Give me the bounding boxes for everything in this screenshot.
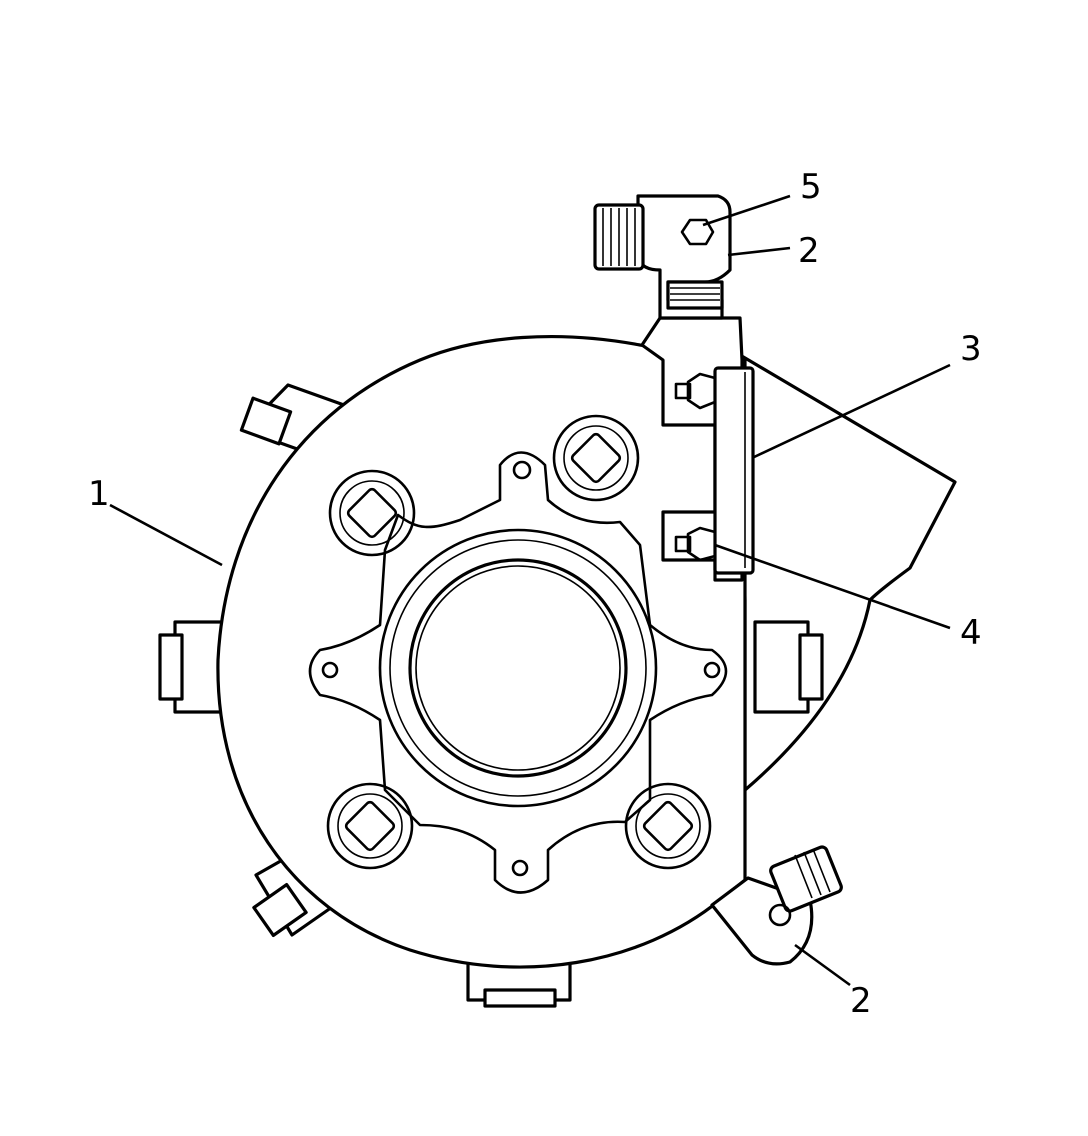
central-bore — [378, 528, 658, 808]
callout-2-lower: 2 — [850, 981, 872, 1021]
housing-body — [216, 334, 747, 969]
bolt-bosses — [326, 414, 712, 870]
housing-lugs — [158, 383, 824, 1008]
callout-1: 1 — [88, 474, 110, 514]
leader-lines — [109, 194, 951, 987]
callout-3: 3 — [960, 329, 982, 369]
volute-extension — [738, 353, 957, 792]
small-holes — [321, 460, 721, 877]
callout-2-upper: 2 — [798, 231, 820, 271]
upper-elbow-fitting — [593, 194, 732, 320]
callout-5: 5 — [800, 167, 822, 207]
nuts — [674, 372, 717, 562]
lower-elbow-fitting — [710, 845, 843, 966]
cover-plate — [713, 366, 755, 575]
callout-4: 4 — [960, 613, 982, 653]
